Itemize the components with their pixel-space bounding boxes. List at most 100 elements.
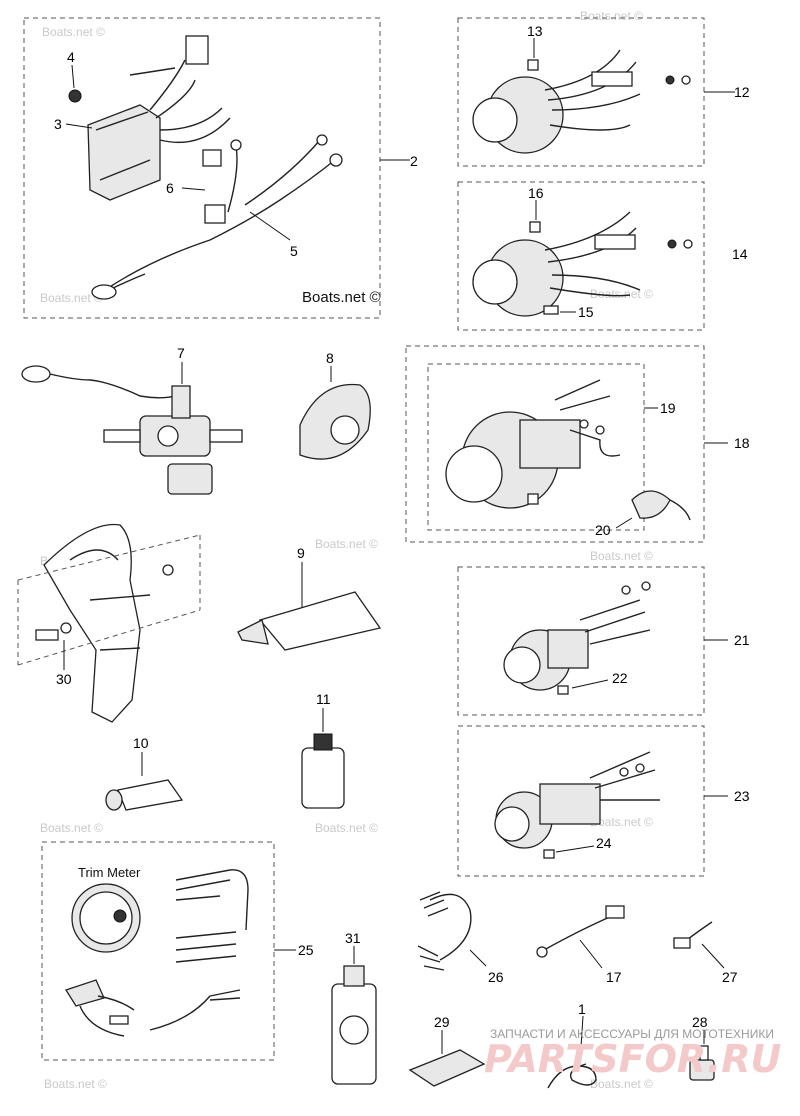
bulb-icon	[527, 59, 539, 71]
callout-31: 31	[345, 930, 361, 946]
callout-30: 30	[56, 671, 72, 687]
footer-text: ЗАПЧАСТИ И АКСЕССУАРЫ ДЛЯ МОТОТЕХНИКИ	[490, 1027, 774, 1041]
housing-icon	[519, 419, 581, 469]
housing-icon	[539, 783, 601, 825]
watermark: Boats.net ©	[40, 291, 103, 305]
connector-icon	[605, 905, 625, 919]
primer-bulb-icon	[167, 463, 213, 495]
callout-29: 29	[434, 1014, 450, 1030]
watermark: Boats.net ©	[590, 287, 653, 301]
bulb-icon	[543, 305, 559, 315]
callout-23: 23	[734, 788, 750, 804]
footer-logo: PARTSFOR.RU	[484, 1037, 782, 1081]
group-box	[457, 566, 705, 716]
tube-icon	[258, 591, 382, 651]
connector-icon	[185, 35, 209, 65]
group-box	[457, 181, 705, 331]
gauge-face-icon	[472, 97, 518, 143]
bolt-icon	[68, 89, 82, 103]
callout-15: 15	[578, 304, 594, 320]
washer-icon	[683, 239, 693, 249]
gauge-face-icon	[503, 646, 541, 684]
group-23-gauge: 24 23	[457, 725, 750, 877]
watermark: Boats.net ©	[580, 9, 643, 23]
nut-icon	[665, 75, 675, 85]
callout-2: 2	[410, 153, 418, 169]
callout-21: 21	[734, 632, 750, 648]
callout-6: 6	[166, 180, 174, 196]
pad-icon	[408, 1049, 486, 1087]
group-12-gauge: 13 12	[457, 17, 750, 167]
part-27-harness: 27	[673, 921, 738, 985]
spring-icon	[547, 1063, 597, 1089]
washer-icon	[60, 622, 72, 634]
ring-terminal-icon	[316, 134, 328, 146]
group-box	[405, 345, 705, 543]
valve-icon	[171, 385, 191, 419]
part-1-spring: 1	[547, 1001, 597, 1089]
bracket-icon	[591, 71, 633, 87]
washer-icon	[681, 75, 691, 85]
part-31-bottle: 31	[331, 930, 377, 1085]
callout-11: 11	[316, 691, 331, 707]
watermark: Boats.net ©	[590, 549, 653, 563]
bulb-icon	[529, 221, 541, 233]
callout-9: 9	[297, 545, 305, 561]
callout-19: 19	[660, 400, 676, 416]
callout-24: 24	[596, 835, 612, 851]
bracket-icon	[594, 234, 636, 250]
watermark: Boats.net ©	[590, 815, 653, 829]
group-2-rectifier: 4 3 6 2 5 Boats.net ©	[23, 17, 418, 319]
gauge-face-icon	[472, 259, 518, 305]
watermark: Boats.net ©	[315, 821, 378, 835]
footer-brand: ЗАПЧАСТИ И АКСЕССУАРЫ ДЛЯ МОТОТЕХНИКИ PA…	[484, 1027, 782, 1081]
plug-icon	[91, 284, 117, 300]
callout-27: 27	[722, 969, 738, 985]
bulb-icon	[527, 493, 539, 505]
bolt-icon	[35, 629, 59, 641]
group-box	[427, 363, 645, 531]
watermark: Boats.net ©	[42, 25, 105, 39]
bracket-icon	[43, 523, 141, 723]
callout-25: 25	[298, 942, 314, 958]
nut-icon	[667, 239, 677, 249]
watermark: Boats.net ©	[44, 1077, 107, 1091]
callout-13: 13	[527, 23, 543, 39]
part-29-pad: 29	[408, 1014, 486, 1087]
callout-7: 7	[177, 345, 185, 361]
callout-14: 14	[732, 246, 748, 262]
callout-22: 22	[612, 670, 628, 686]
part-11-can: 11	[301, 691, 345, 809]
group-14-gauge: 16 15 14	[457, 181, 748, 331]
part-26-harness: 26	[417, 891, 504, 985]
callout-4: 4	[67, 49, 75, 65]
connector-icon	[673, 937, 691, 949]
group-18-gauge: 19 18 20	[405, 345, 750, 543]
callout-12: 12	[734, 84, 750, 100]
bulb-icon	[557, 685, 569, 695]
ring-terminal-icon	[230, 139, 242, 151]
bulb-icon	[543, 849, 555, 859]
part-8-cover: 8	[299, 350, 371, 460]
group-21-gauge: 22 21	[457, 566, 750, 716]
group-box	[23, 17, 381, 319]
gauge-face-icon	[79, 891, 133, 945]
sender-icon	[65, 979, 105, 1007]
callout-1: 1	[578, 1001, 586, 1017]
barb-icon	[209, 429, 243, 443]
clip-icon	[202, 149, 222, 167]
inline-watermark: Boats.net ©	[302, 289, 381, 306]
callout-20: 20	[595, 522, 611, 538]
callout-16: 16	[528, 185, 544, 201]
watermark: Boats.net ©	[40, 821, 103, 835]
tube-icon	[117, 779, 184, 811]
washer-icon	[162, 564, 174, 576]
part-30-bracket: 30	[17, 523, 201, 723]
relay-icon	[204, 204, 226, 224]
watermark: Boats.net ©	[315, 537, 378, 551]
gauge-face-icon	[445, 445, 503, 503]
callout-5: 5	[290, 243, 298, 259]
callout-26: 26	[488, 969, 504, 985]
cap-icon	[313, 733, 333, 751]
